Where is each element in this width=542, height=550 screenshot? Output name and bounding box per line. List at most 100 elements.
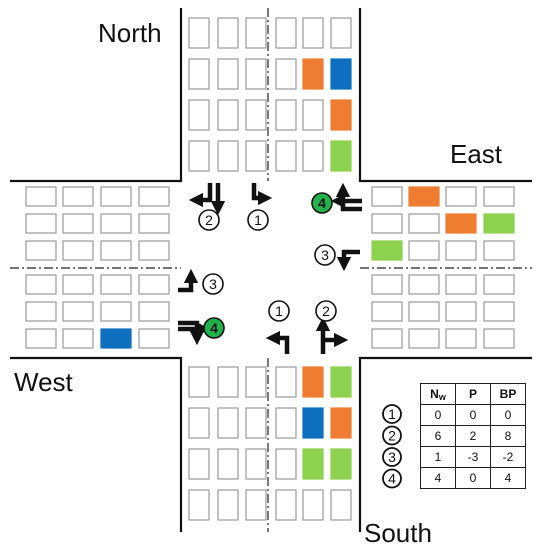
north-slot xyxy=(275,58,297,90)
south-slot xyxy=(188,366,210,398)
left-turn-arrow xyxy=(178,268,199,293)
south-slot xyxy=(330,448,352,480)
east-slot xyxy=(483,186,515,207)
west-slot xyxy=(25,213,57,234)
east-slot xyxy=(483,274,515,295)
marker-1-south: 1 xyxy=(268,300,290,322)
table-row: 6 2 8 xyxy=(420,425,526,447)
road-edge xyxy=(358,8,532,183)
west-slot xyxy=(62,274,94,295)
west-slot xyxy=(100,274,132,295)
south-slot xyxy=(302,448,324,480)
north-slot xyxy=(188,58,210,90)
west-slot xyxy=(100,301,132,322)
south-slot xyxy=(188,489,210,521)
south-slot xyxy=(245,366,267,398)
north-slot xyxy=(245,17,267,49)
marker-label: 1 xyxy=(254,212,262,228)
west-slot xyxy=(25,301,57,322)
turn-arrows xyxy=(178,182,362,354)
table-cell: 0 xyxy=(455,404,491,426)
table-row: 4 0 4 xyxy=(420,467,526,489)
east-slot xyxy=(371,186,403,207)
table-row-marker-label: 1 xyxy=(388,406,396,422)
west-label: West xyxy=(14,367,73,397)
west-slot xyxy=(100,213,132,234)
north-slot xyxy=(302,99,324,131)
east-slot xyxy=(371,240,403,261)
west-slot xyxy=(25,240,57,261)
north-slot xyxy=(330,99,352,131)
marker-circle xyxy=(198,209,220,231)
east-slot xyxy=(483,213,515,234)
south-slot xyxy=(188,448,210,480)
south-slot xyxy=(217,489,239,521)
south-slot xyxy=(275,366,297,398)
west-slot xyxy=(25,186,57,207)
marker-circle xyxy=(314,244,336,266)
road-edge xyxy=(10,356,183,532)
marker-2-north: 2 xyxy=(198,209,220,231)
east-slot xyxy=(445,213,477,234)
east-slot xyxy=(445,328,477,349)
west-slot xyxy=(138,240,170,261)
east-slot xyxy=(408,274,440,295)
east-slot xyxy=(445,240,477,261)
east-slot xyxy=(371,274,403,295)
south-slot xyxy=(302,407,324,439)
north-slot xyxy=(188,140,210,172)
west-slot xyxy=(62,213,94,234)
marker-3-east: 3 xyxy=(314,244,336,266)
east-slot xyxy=(483,301,515,322)
left-turn-arrow xyxy=(251,183,273,206)
north-label: North xyxy=(98,18,162,48)
north-slot xyxy=(302,58,324,90)
north-slot xyxy=(245,58,267,90)
marker-label: 2 xyxy=(322,303,330,319)
table-row-marker-label: 2 xyxy=(388,428,396,444)
south-slot xyxy=(302,489,324,521)
header-p: P xyxy=(455,383,491,405)
marker-2-south: 2 xyxy=(315,300,337,322)
table-row-marker-label: 3 xyxy=(388,449,396,465)
south-slot xyxy=(330,366,352,398)
south-slot xyxy=(188,407,210,439)
east-slot xyxy=(408,186,440,207)
north-slot xyxy=(302,140,324,172)
marker-circle xyxy=(315,300,337,322)
table-cell: 8 xyxy=(490,425,526,447)
marker-circle xyxy=(311,192,333,214)
south-slot xyxy=(275,407,297,439)
left-turn-arrow xyxy=(336,249,360,272)
marker-label: 4 xyxy=(318,195,326,211)
north-slot xyxy=(188,17,210,49)
table-row: 0 0 0 xyxy=(420,404,526,426)
north-slot xyxy=(188,99,210,131)
table-cell: 4 xyxy=(420,467,456,489)
marker-3-west: 3 xyxy=(202,273,224,295)
north-slot xyxy=(330,58,352,90)
south-slot xyxy=(330,489,352,521)
north-slot xyxy=(217,140,239,172)
marker-4-east: 4 xyxy=(311,192,333,214)
south-slot xyxy=(275,448,297,480)
marker-circle xyxy=(203,317,225,339)
east-slot xyxy=(408,213,440,234)
west-slot xyxy=(62,301,94,322)
west-slot xyxy=(138,213,170,234)
north-slot xyxy=(245,99,267,131)
marker-circle xyxy=(247,209,269,231)
table-header-row: Nw P BP xyxy=(420,383,526,405)
table-row-marker xyxy=(382,447,402,467)
east-slot xyxy=(371,213,403,234)
header-nw: Nw xyxy=(420,383,456,405)
marker-1-north: 1 xyxy=(247,209,269,231)
lane-dividers xyxy=(10,8,532,532)
south-label: South xyxy=(364,518,432,548)
marker-label: 1 xyxy=(275,303,283,319)
west-slot xyxy=(138,186,170,207)
north-slot xyxy=(275,17,297,49)
